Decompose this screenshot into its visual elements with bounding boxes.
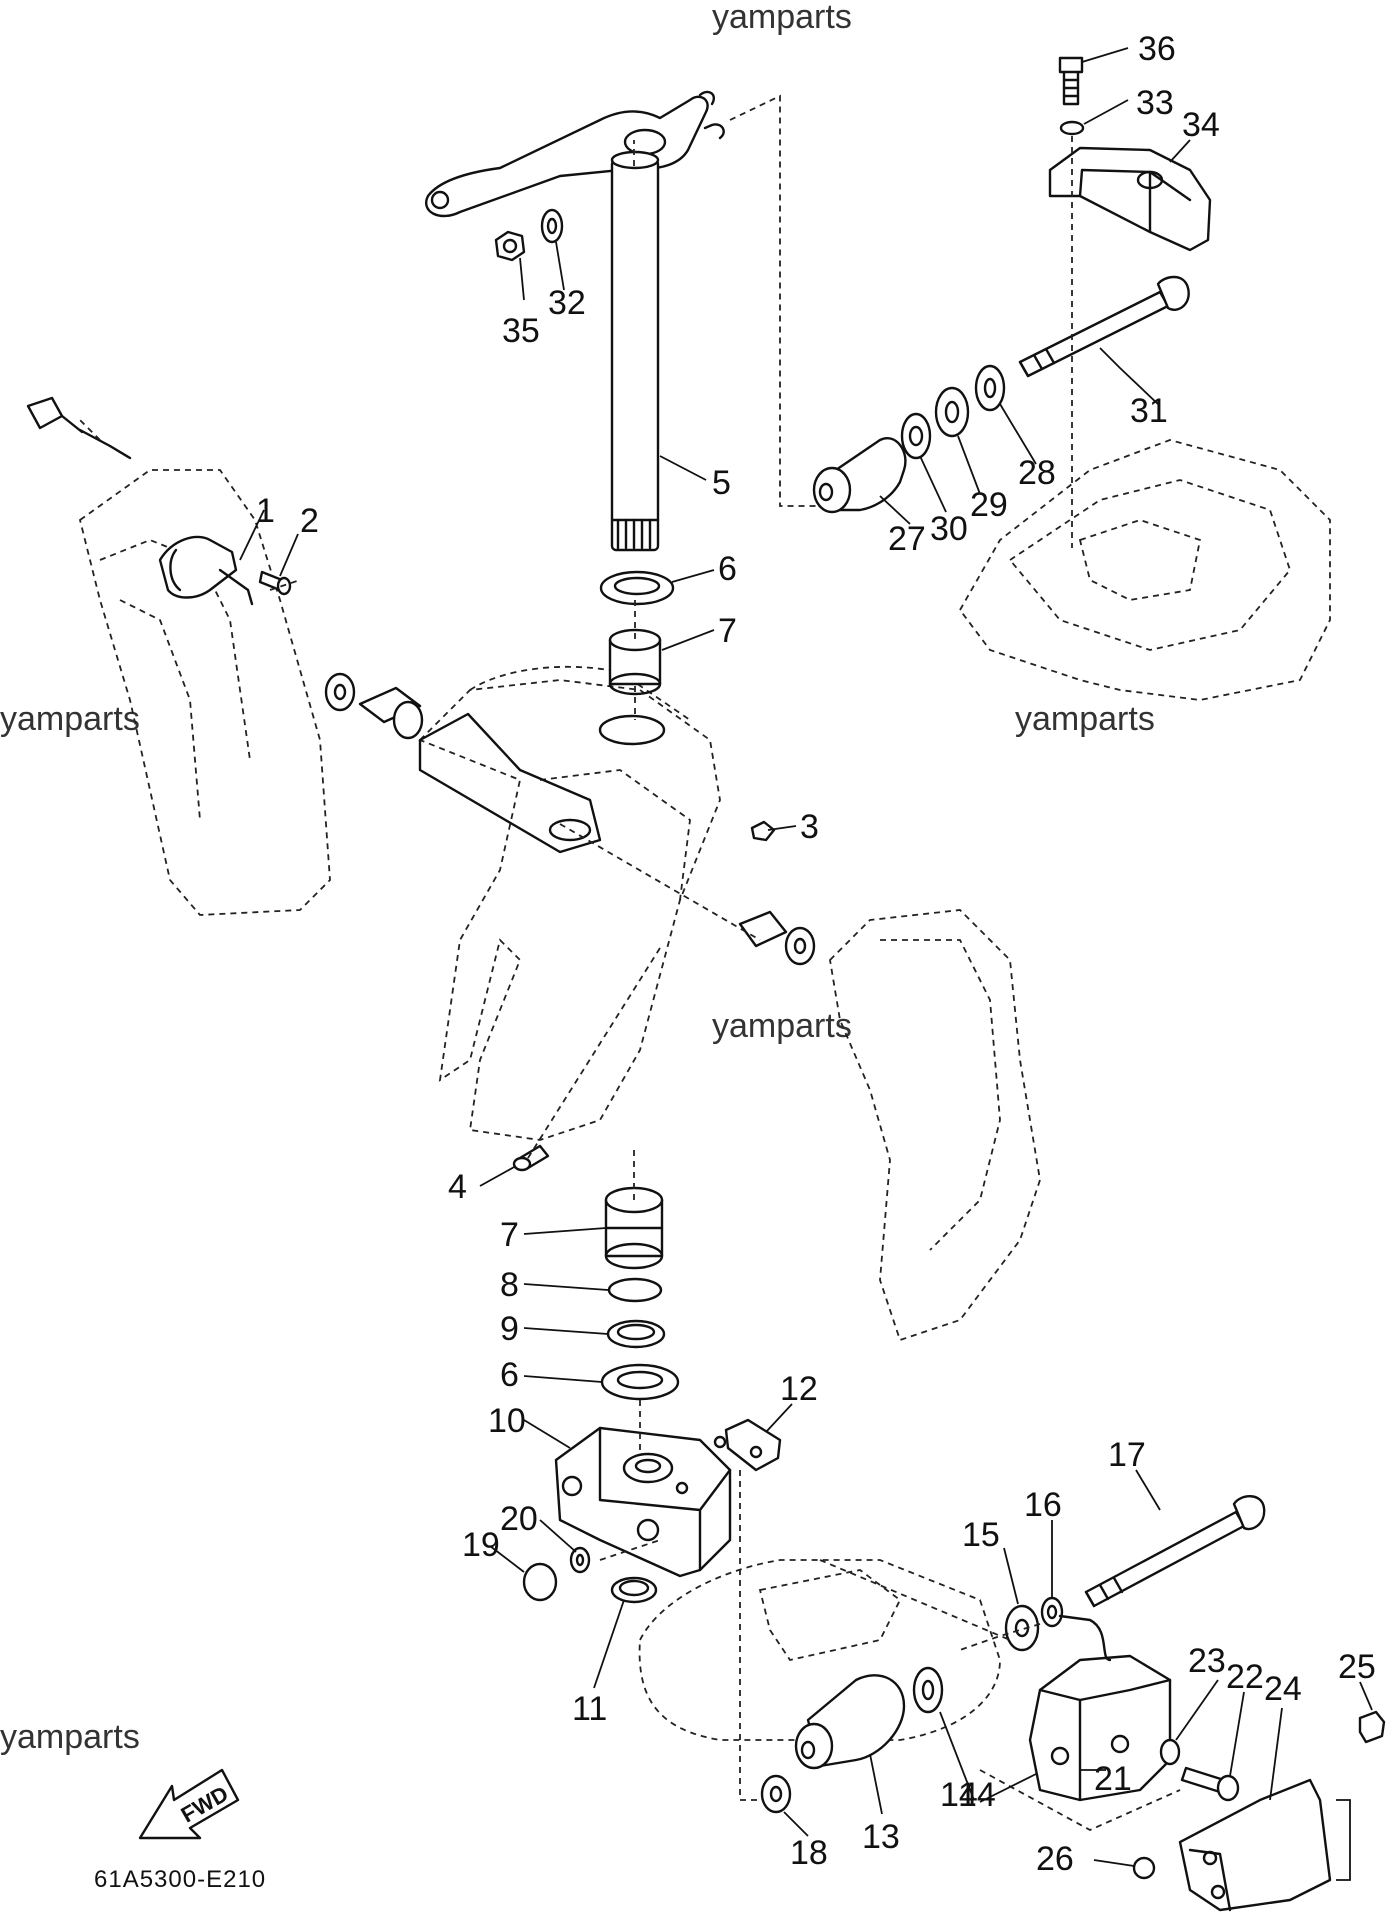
swivel-bushing-left [358, 686, 424, 740]
callout-7-bottom: 7 [500, 1216, 519, 1254]
assembly-lines [79, 94, 1181, 1832]
callout-22: 22 [1226, 1658, 1264, 1696]
watermark-top: yamparts [712, 0, 852, 36]
callout-32: 35 [502, 312, 540, 350]
washer-33 [540, 208, 564, 244]
upper-mount-bolt-35 [1058, 56, 1084, 106]
lower-mount-housing-21 [1028, 1654, 1172, 1802]
washer-18 [760, 1774, 792, 1814]
drawing-code: 61A5300-E210 [94, 1866, 267, 1893]
upper-bushing-7 [608, 628, 662, 696]
callout-6-top: 6 [718, 550, 737, 588]
callout-17: 17 [1108, 1436, 1146, 1474]
callout-14-right: 14 [958, 1776, 996, 1814]
through-bolt-31 [1018, 275, 1190, 378]
o-ring-8 [607, 1277, 663, 1303]
callout-24: 24 [1264, 1670, 1302, 1708]
callout-9: 9 [500, 1310, 519, 1348]
callout-29: 29 [970, 486, 1008, 524]
callout-4: 3 [800, 808, 819, 846]
cover-24 [1178, 1778, 1332, 1912]
nut-16 [1040, 1596, 1064, 1628]
nut-32 [494, 230, 526, 262]
swivel-bracket [418, 665, 721, 1141]
callout-23: 23 [1188, 1642, 1226, 1680]
callout-27: 27 [888, 520, 926, 558]
callout-3: 4 [448, 1168, 467, 1206]
callout-2: 2 [300, 502, 319, 540]
callout-35: 36 [1138, 30, 1176, 68]
callout-34: 34 [1182, 106, 1220, 144]
leader-lines [239, 47, 1373, 1881]
callout-20: 20 [500, 1500, 538, 1538]
swivel-washer-left [324, 672, 356, 712]
washer-36 [1059, 120, 1085, 136]
swivel-washer-right [784, 926, 816, 966]
callout-7-top: 7 [718, 612, 737, 650]
callout-6-bottom: 6 [500, 1356, 519, 1394]
lower-washer-6 [600, 1363, 680, 1401]
callout-19: 19 [462, 1526, 500, 1564]
lower-case-outline [638, 1559, 1001, 1741]
circlip-11 [610, 1576, 658, 1604]
washer-23 [1159, 1738, 1181, 1766]
callout-33: 32 [548, 284, 586, 322]
callout-21: 21 [1094, 1760, 1132, 1798]
callout-31: 31 [1130, 392, 1168, 430]
washer-14 [912, 1666, 944, 1714]
washer-29 [934, 386, 970, 438]
nut-26 [1132, 1856, 1156, 1880]
washer-30 [900, 412, 932, 460]
seal-9 [606, 1319, 666, 1349]
callout-14-left: 14 [940, 1776, 978, 1814]
upper-washer-6 [599, 570, 675, 606]
wire-21-lead [1058, 1614, 1112, 1662]
callout-25: 25 [1338, 1648, 1376, 1686]
fwd-arrow-icon: FWD [138, 1768, 240, 1840]
callout-5: 5 [712, 464, 731, 502]
screw-2 [258, 570, 292, 596]
left-clamp-bracket-outline [78, 469, 331, 916]
steering-arm [425, 90, 725, 218]
cap-19 [522, 1562, 558, 1602]
callout-8: 8 [500, 1266, 519, 1304]
callout-11: 11 [572, 1690, 607, 1728]
screw-3 [512, 1144, 550, 1172]
swivel-bushing-right [738, 910, 788, 948]
steering-shaft [610, 150, 660, 552]
watermark-right: yamparts [1015, 700, 1155, 738]
callout-15: 15 [962, 1516, 1000, 1554]
right-clamp-bracket-outline [829, 909, 1041, 1342]
bolt-22 [1180, 1766, 1240, 1802]
callout-10: 10 [488, 1402, 526, 1440]
callout-18: 18 [790, 1834, 828, 1872]
mount-rubber-13 [794, 1674, 906, 1770]
callout-12: 12 [780, 1370, 818, 1408]
mount-rubber-27 [812, 437, 907, 514]
callout-26: 26 [1036, 1840, 1074, 1878]
callout-28: 28 [1018, 454, 1056, 492]
callout-30: 30 [930, 510, 968, 548]
clip-25 [1358, 1710, 1386, 1744]
washer-15 [1004, 1604, 1040, 1652]
sensor-wire [26, 396, 132, 460]
trim-sensor-1 [158, 535, 254, 606]
through-bolt-17 [1084, 1495, 1266, 1608]
lower-mount-bracket-10 [554, 1426, 732, 1578]
watermark-left: yamparts [0, 700, 140, 738]
callout-1: 1 [256, 492, 275, 530]
callout-36: 33 [1136, 84, 1174, 122]
grease-nipple-4 [750, 820, 776, 842]
watermark-center: yamparts [712, 1007, 852, 1045]
watermark-bottom-left: yamparts [0, 1718, 140, 1756]
washer-20 [569, 1546, 591, 1574]
upper-mount-cover-34 [1048, 146, 1212, 252]
callout-labels: 36 33 34 35 32 5 6 7 31 28 29 30 27 1 2 … [256, 30, 1376, 1878]
stopper-12 [713, 1418, 782, 1472]
engine-upper-housing-outline [958, 439, 1331, 701]
callout-16: 16 [1024, 1486, 1062, 1524]
washer-28 [974, 364, 1006, 412]
callout-13: 13 [862, 1818, 900, 1856]
